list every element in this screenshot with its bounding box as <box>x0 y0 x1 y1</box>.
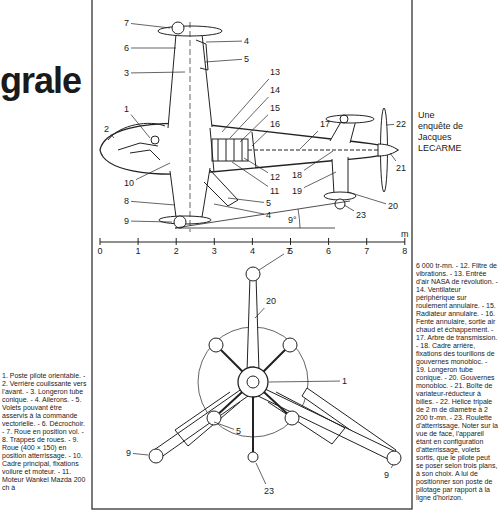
scale-label: 1 <box>136 246 141 256</box>
scale-tick <box>366 238 367 245</box>
leader-line <box>391 465 393 468</box>
scale-tick <box>328 238 329 245</box>
leader-line <box>131 201 175 205</box>
legend-caption: 1. Poste pilote orientable. - 2. Verrièr… <box>2 372 88 492</box>
callout-number: 8 <box>124 196 129 206</box>
leader-line <box>228 198 264 202</box>
callout-number: 6 <box>124 43 129 53</box>
scale-tick <box>404 238 405 245</box>
scale-label: 4 <box>250 246 255 256</box>
callout-number: 16 <box>270 119 280 129</box>
scale-tick <box>214 238 215 245</box>
scale-label: 7 <box>364 246 369 256</box>
callout-number: 5 <box>236 426 241 436</box>
callout-number: 21 <box>396 163 406 173</box>
leader-line <box>304 172 336 188</box>
scale-tick <box>252 238 253 245</box>
callout-number: 14 <box>270 85 280 95</box>
callout-number: 12 <box>270 172 280 182</box>
leader-line <box>304 151 333 170</box>
callout-number: 1 <box>342 376 347 386</box>
leader-line <box>131 72 185 74</box>
callout-number: 23 <box>356 210 366 220</box>
leader-line <box>255 308 264 318</box>
scale-tick <box>176 238 177 245</box>
leader-line <box>206 41 242 43</box>
scale-tick <box>100 238 101 245</box>
callout-number: 5 <box>244 54 249 64</box>
leader-line <box>344 205 354 211</box>
leader-line <box>131 24 170 28</box>
scale-label: m <box>401 229 409 239</box>
leader-line <box>232 162 268 186</box>
legend-caption: 6 000 tr-mn. - 12. Filtre de vibrations.… <box>416 262 498 502</box>
callout-number: 2 <box>104 124 109 134</box>
leader-line <box>256 463 266 484</box>
leader-line <box>111 134 114 138</box>
callout-number: 22 <box>396 119 406 129</box>
scale-label: 2 <box>174 246 179 256</box>
leader-line <box>240 115 268 142</box>
leader-line <box>252 131 268 146</box>
byline: Une enquête de Jacques LECARME <box>418 110 466 154</box>
leader-line <box>222 79 269 132</box>
callout-number: 18 <box>292 170 302 180</box>
callout-number: 4 <box>266 210 271 220</box>
leader-line <box>259 254 284 270</box>
scale-tick <box>138 238 139 245</box>
leader-line <box>214 204 264 214</box>
callout-number: 5 <box>266 198 271 208</box>
leader-line <box>131 48 176 49</box>
leader-line <box>244 158 268 173</box>
callout-number: 10 <box>124 178 134 188</box>
callout-number: 1 <box>124 104 129 114</box>
callout-number: 13 <box>270 67 280 77</box>
leader-line <box>131 221 172 223</box>
callout-number: 11 <box>270 186 279 196</box>
leader-line <box>205 59 242 62</box>
leader-line <box>390 153 396 161</box>
scale-tick <box>290 238 291 245</box>
callout-number: 19 <box>292 186 302 196</box>
callout-number: 15 <box>270 103 280 113</box>
leader-line <box>230 97 268 138</box>
angle-label: 9° <box>288 215 297 225</box>
leader-line <box>348 192 386 204</box>
leader-line <box>300 131 318 149</box>
scale-label: 8 <box>402 246 407 256</box>
callout-number: 17 <box>320 119 330 129</box>
leader-line <box>131 115 150 138</box>
leader-line <box>133 453 148 455</box>
callout-number: 9 <box>124 216 129 226</box>
callout-number: 7 <box>286 246 291 256</box>
callout-number: 9 <box>384 470 389 480</box>
scale-label: 3 <box>212 246 217 256</box>
callout-number: 3 <box>124 68 129 78</box>
callout-number: 4 <box>244 36 249 46</box>
scale-label: 6 <box>326 246 331 256</box>
callout-number: 20 <box>266 296 276 306</box>
callout-number: 7 <box>124 18 129 28</box>
scale-label: 0 <box>98 246 103 256</box>
callout-number: 9 <box>126 448 131 458</box>
heading: grale <box>0 62 81 100</box>
leader-line <box>214 422 234 429</box>
callout-number: 20 <box>388 201 398 211</box>
leader-line <box>136 163 170 180</box>
leader-line <box>269 381 340 383</box>
leader-line <box>386 124 394 126</box>
callout-number: 23 <box>264 486 274 496</box>
